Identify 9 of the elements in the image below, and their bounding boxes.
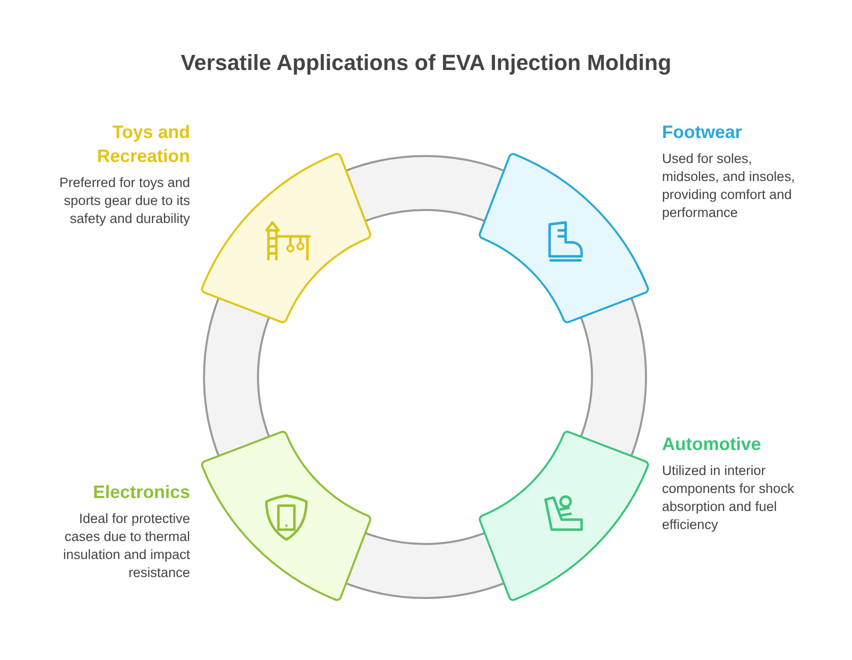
heading: Footwear [662,121,744,144]
heading: Electronics [92,481,190,504]
description: Ideal for protective cases due to thermal insulation and impact resistance [62,510,190,582]
description: Utilized in interior components for shock absorption and fuel efficiency [662,462,796,534]
description: Preferred for toys and sports gear due to its safety and durability [58,174,190,228]
description: Used for soles, midsoles, and insoles, providing comfort and performance [662,150,796,222]
heading: Automotive [662,433,762,456]
title: Versatile Applications of EVA Injection Molding [180,50,672,76]
heading: Toys and Recreation [96,121,190,168]
